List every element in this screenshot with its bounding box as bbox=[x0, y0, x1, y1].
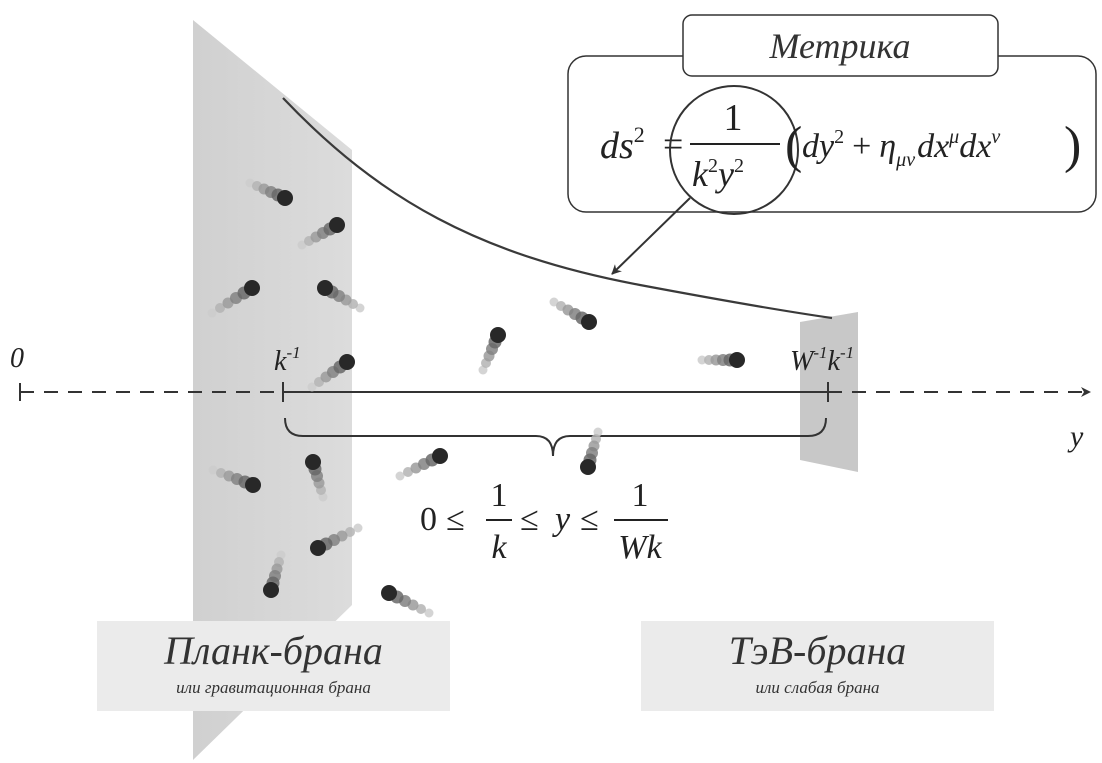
metric-paren-open: ( bbox=[785, 117, 802, 174]
metric-denominator: k2y2 bbox=[692, 154, 744, 194]
w-inv-k-inv-label: W-1k-1 bbox=[790, 343, 854, 377]
graviton-particle bbox=[355, 303, 365, 313]
graviton-particle bbox=[297, 240, 307, 250]
metric-lhs: ds2 bbox=[600, 122, 645, 167]
graviton-particle bbox=[353, 523, 363, 533]
metric-title: Метрика bbox=[769, 26, 911, 66]
ineq-den-2: Wk bbox=[618, 529, 662, 566]
tev-brane-label: ТэВ-брана или слабая брана bbox=[641, 621, 994, 711]
metric-rhs: dy2+ημνdxμdxν bbox=[802, 126, 1000, 171]
warp-factor-curve bbox=[282, 97, 833, 320]
graviton-particle bbox=[729, 352, 745, 368]
graviton-particle bbox=[207, 308, 217, 318]
interval-brace bbox=[284, 417, 827, 457]
graviton-particle bbox=[329, 217, 345, 233]
graviton-particle bbox=[317, 280, 333, 296]
ineq-den-1: k bbox=[491, 529, 507, 566]
graviton-particle bbox=[345, 527, 355, 537]
ineq-le-1: ≤ bbox=[446, 501, 465, 538]
graviton-particle bbox=[416, 604, 426, 614]
graviton-particle bbox=[208, 465, 218, 475]
metric-equals: = bbox=[663, 124, 683, 164]
graviton-particle bbox=[310, 540, 326, 556]
ineq-zero: 0 bbox=[420, 501, 437, 538]
graviton-particle bbox=[432, 448, 448, 464]
planck-brane-title: Планк-брана bbox=[164, 628, 383, 673]
planck-brane-label: Планк-брана или гравитационная брана bbox=[97, 621, 450, 711]
tev-brane-subtitle: или слабая брана bbox=[755, 678, 880, 697]
y-axis-label: y bbox=[1067, 420, 1084, 453]
graviton-particle bbox=[549, 297, 559, 307]
ineq-num-1: 1 bbox=[491, 477, 508, 514]
graviton-particles bbox=[207, 178, 745, 618]
graviton-particle bbox=[395, 471, 405, 481]
graviton-particle bbox=[307, 382, 317, 392]
ineq-le-3: ≤ bbox=[580, 501, 599, 538]
metric-paren-close: ) bbox=[1064, 117, 1081, 174]
metric-title-box bbox=[682, 14, 999, 77]
graviton-particle bbox=[381, 585, 397, 601]
graviton-particle bbox=[339, 354, 355, 370]
graviton-particle bbox=[216, 468, 226, 478]
graviton-particle bbox=[424, 608, 434, 618]
ineq-y: y bbox=[552, 501, 571, 538]
planck-brane-surface bbox=[193, 20, 352, 760]
ineq-le-2: ≤ bbox=[520, 501, 539, 538]
tev-brane-title: ТэВ-брана bbox=[728, 628, 907, 673]
graviton-particle bbox=[581, 314, 597, 330]
graviton-particle bbox=[490, 327, 506, 343]
graviton-particle bbox=[245, 477, 261, 493]
graviton-particle bbox=[697, 355, 707, 365]
origin-label: 0 bbox=[10, 343, 24, 374]
graviton-particle bbox=[580, 459, 596, 475]
graviton-particle bbox=[263, 582, 279, 598]
metric-numerator: 1 bbox=[724, 97, 743, 139]
ineq-num-2: 1 bbox=[632, 477, 649, 514]
graviton-particle bbox=[244, 280, 260, 296]
graviton-particle bbox=[277, 190, 293, 206]
graviton-particle bbox=[215, 303, 225, 313]
warp-factor-highlight-circle bbox=[669, 85, 799, 215]
graviton-particle bbox=[403, 467, 413, 477]
graviton-particle bbox=[305, 454, 321, 470]
planck-brane-subtitle: или гравитационная брана bbox=[176, 678, 371, 697]
k-inv-label: k-1 bbox=[274, 343, 301, 377]
circle-to-curve-arrow bbox=[611, 197, 691, 275]
